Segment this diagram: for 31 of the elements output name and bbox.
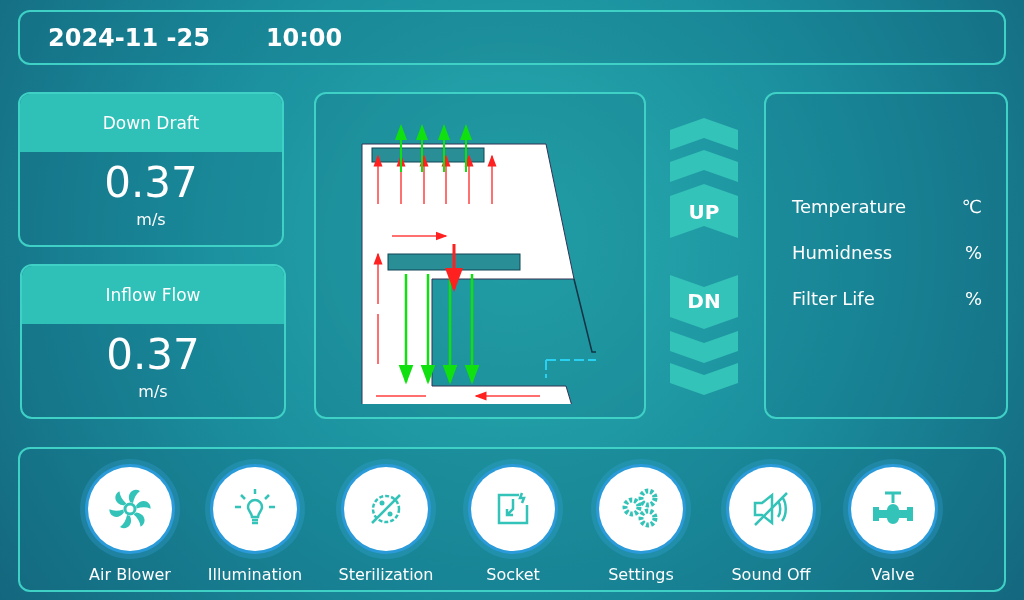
button-label: UP — [687, 200, 721, 224]
date-text: 2024-11 -25 — [48, 23, 210, 52]
card-title: Down Draft — [20, 94, 282, 152]
up-button — [670, 118, 738, 238]
button-label: Air Blower — [88, 565, 172, 584]
card-title: Inflow Flow — [22, 266, 284, 324]
unit-label: m/s — [137, 382, 169, 401]
unit-label: % — [964, 242, 982, 263]
button-label: Sound Off — [730, 565, 812, 584]
reading-card — [18, 92, 284, 247]
reading-value: 0.37 — [103, 158, 199, 207]
button-label: DN — [686, 289, 722, 313]
button-label: Sterilization — [337, 565, 435, 584]
button-label: Settings — [607, 565, 675, 584]
time-text: 10:00 — [265, 23, 343, 52]
button-label: Illumination — [206, 565, 304, 584]
header-bar — [18, 10, 1006, 65]
reading-label: Humidness — [792, 242, 893, 263]
status-panel — [764, 92, 1008, 419]
reading-value: 0.37 — [105, 330, 201, 379]
button-label: Socket — [485, 565, 541, 584]
unit-label: % — [964, 288, 982, 309]
unit-label: m/s — [135, 210, 167, 229]
reading-label: Filter Life — [792, 288, 875, 309]
diagram-panel — [314, 92, 646, 419]
button-label: Valve — [870, 565, 916, 584]
toolbar-panel — [18, 447, 1006, 592]
reading-card — [20, 264, 286, 419]
unit-label: ℃ — [961, 196, 982, 217]
reading-label: Temperature — [792, 196, 907, 217]
down-button — [670, 275, 738, 395]
